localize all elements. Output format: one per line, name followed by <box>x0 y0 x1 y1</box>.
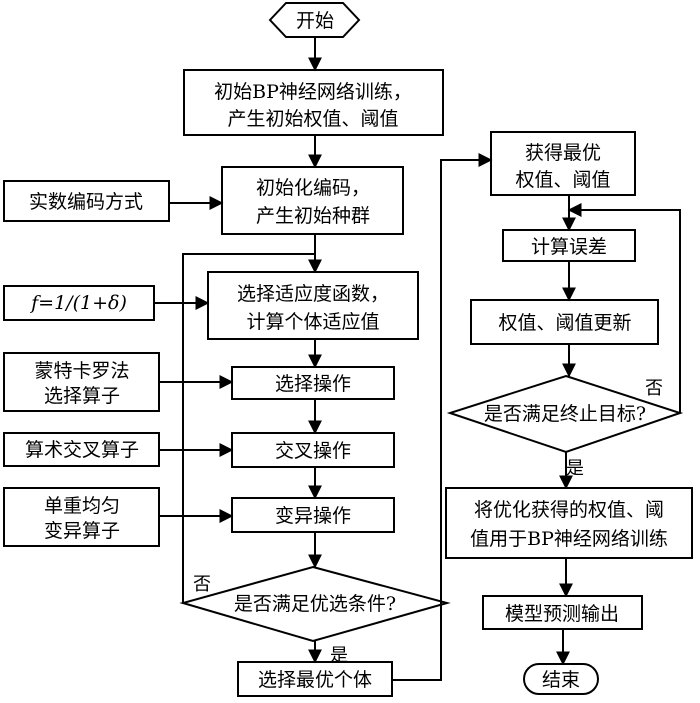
monte-carlo-box: 蒙特卡罗法 选择算子 <box>3 352 160 412</box>
fitness-line1: 选择适应度函数， <box>237 283 389 305</box>
init-bp-line1: 初始BP神经网络训练， <box>214 81 412 103</box>
arrow-best-to-getbest <box>392 153 493 681</box>
arith-cross-label: 算术交叉算子 <box>25 439 139 461</box>
get-best-line2: 权值、阈值 <box>515 169 610 191</box>
apply-line1: 将优化获得的权值、阈 <box>474 499 664 521</box>
output-label: 模型预测输出 <box>505 603 619 625</box>
uniform-mut-line1: 单重均匀 <box>44 495 120 517</box>
select-best-box: 选择最优个体 <box>237 661 393 697</box>
uniform-mut-box: 单重均匀 变异算子 <box>3 487 160 547</box>
end-node: 结束 <box>523 663 599 695</box>
apply-box: 将优化获得的权值、阈 值用于BP神经网络训练 <box>445 487 693 559</box>
cross-op-label: 交叉操作 <box>275 440 351 462</box>
monte-carlo-line2: 选择算子 <box>44 385 120 407</box>
arith-cross-box: 算术交叉算子 <box>3 432 160 467</box>
end-label: 结束 <box>542 669 580 691</box>
init-encode-box: 初始化编码， 产生初始种群 <box>221 166 404 235</box>
get-best-line1: 获得最优 <box>525 142 601 164</box>
update-box: 权值、阈值更新 <box>470 299 659 345</box>
cond-stop-yes-label: 是 <box>566 458 584 479</box>
cross-op-box: 交叉操作 <box>231 432 395 468</box>
monte-carlo-line1: 蒙特卡罗法 <box>34 360 129 382</box>
cond-opt-label: 是否满足优选条件? <box>234 593 396 615</box>
start-label: 开始 <box>296 10 334 32</box>
apply-line2: 值用于BP神经网络训练 <box>470 528 668 550</box>
init-bp-line2: 产生初始权值、阈值 <box>227 108 398 130</box>
real-code-label: 实数编码方式 <box>29 191 143 213</box>
init-encode-line2: 产生初始种群 <box>256 205 370 227</box>
start-node: 开始 <box>268 1 361 38</box>
calc-error-box: 计算误差 <box>502 229 636 262</box>
select-best-label: 选择最优个体 <box>258 669 372 691</box>
get-best-box: 获得最优 权值、阈值 <box>490 131 636 196</box>
cond-opt-diamond: 是否满足优选条件? <box>179 565 451 643</box>
uniform-mut-line2: 变异算子 <box>44 520 120 542</box>
select-op-box: 选择操作 <box>231 366 395 400</box>
select-op-label: 选择操作 <box>275 373 351 395</box>
connectors <box>154 37 681 681</box>
mutate-op-box: 变异操作 <box>231 497 395 533</box>
fitness-line2: 计算个体适应值 <box>246 311 379 333</box>
calc-error-label: 计算误差 <box>531 236 607 258</box>
init-bp-box: 初始BP神经网络训练， 产生初始权值、阈值 <box>183 69 444 136</box>
fitness-box: 选择适应度函数， 计算个体适应值 <box>207 271 419 340</box>
loop-no-back-to-error <box>567 203 681 413</box>
cond-opt-yes-label: 是 <box>330 645 348 666</box>
update-label: 权值、阈值更新 <box>498 312 631 334</box>
cond-stop-no-label: 否 <box>645 378 663 399</box>
output-box: 模型预测输出 <box>482 595 643 630</box>
loop-no-back-to-fitness <box>182 253 315 603</box>
mutate-op-label: 变异操作 <box>275 505 351 527</box>
cond-opt-no-label: 否 <box>193 574 211 595</box>
fitness-func-label: f=1/(1+δ) <box>29 292 127 314</box>
init-encode-line1: 初始化编码， <box>256 177 370 199</box>
fitness-func-box: f=1/(1+δ) <box>3 285 155 321</box>
cond-stop-label: 是否满足终止目标? <box>484 403 646 425</box>
real-code-box: 实数编码方式 <box>3 180 170 222</box>
